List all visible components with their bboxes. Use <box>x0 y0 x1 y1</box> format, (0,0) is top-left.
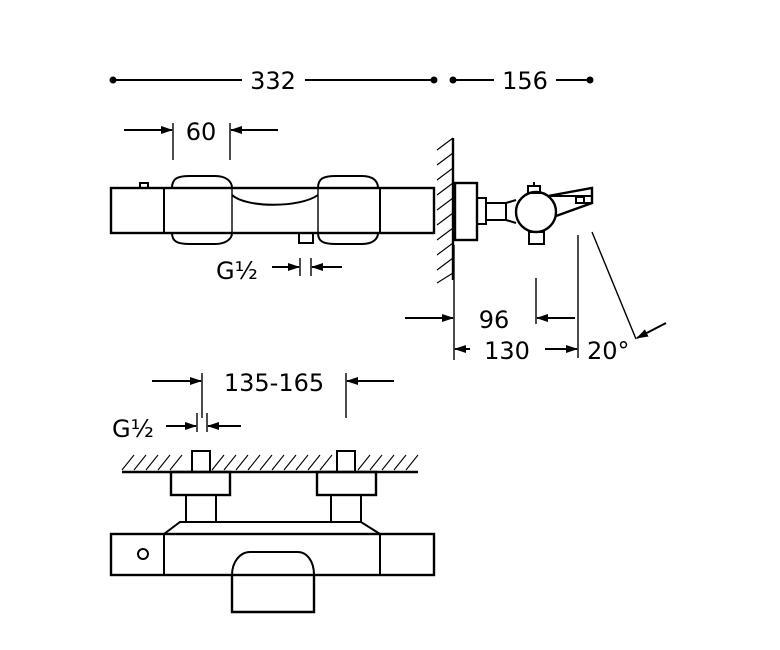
handle-width-label: 60 <box>186 118 217 146</box>
spout-angle-label: 20° <box>587 337 630 365</box>
total-width-label: 332 <box>250 67 296 95</box>
mixer-front-view <box>109 175 436 245</box>
inlet-thread-dimension-top <box>272 258 342 276</box>
inlet-thread-label-bottom: G½ <box>112 415 154 443</box>
wall-section <box>436 137 455 284</box>
handle-width-dimension <box>124 123 278 160</box>
inlet-spacing-dimension <box>152 373 394 418</box>
mixer-side-view <box>453 181 594 245</box>
side-dimension-lines <box>405 231 667 360</box>
projection-label: 156 <box>502 67 548 95</box>
wall-to-valve-label: 96 <box>479 306 510 334</box>
inlet-thread-label-top: G½ <box>216 257 258 285</box>
overall-dimension-line <box>109 76 594 84</box>
mixer-top-view <box>109 450 436 614</box>
inlet-thread-dimension-bottom <box>166 413 241 432</box>
wall-to-spout-label: 130 <box>484 337 530 365</box>
bottom-wall-section <box>121 454 419 474</box>
inlet-spacing-label: 135-165 <box>224 369 324 397</box>
